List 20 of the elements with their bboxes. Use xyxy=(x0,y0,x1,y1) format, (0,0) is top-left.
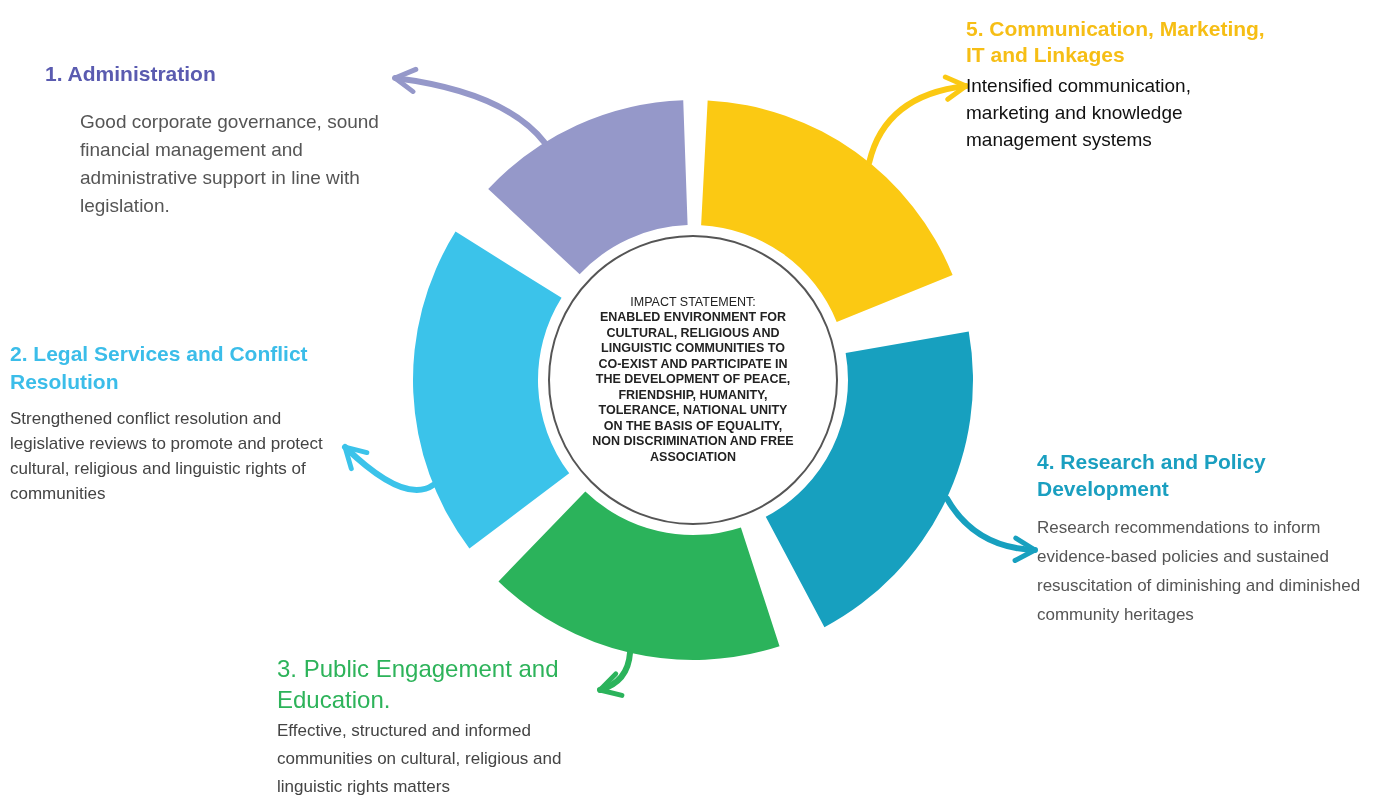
curved-arrow xyxy=(392,67,548,146)
section-description: Research recommendations to inform evidence-based policies and sustained resuscitation of diminishing and diminished community heritages xyxy=(1036,517,1362,626)
ring-segment xyxy=(488,100,688,275)
curved-arrow xyxy=(342,444,437,494)
curved-arrow xyxy=(597,649,633,697)
section-description: Strengthened conflict resolution and legislative reviews to promote and protect cultural, religious and linguistic rights of communities xyxy=(10,408,324,505)
ring-segment xyxy=(413,231,570,549)
ring-segment xyxy=(498,491,780,660)
section-heading: 4. Research and Policy Development xyxy=(1036,449,1267,502)
section-heading: 1. Administration xyxy=(45,61,217,87)
section-description: Effective, structured and informed communities on cultural, religious and linguistic rights matters xyxy=(277,720,563,796)
impact-statement: ENABLED ENVIRONMENT FOR CULTURAL, RELIGIOUS AND LINGUISTIC COMMUNITIES TO CO-EXIST AND PARTICIPATE IN THE DEVELOPMENT OF PEACE, FRIENDSHIP, HUMANITY, TOLERANCE, NATIONAL UNITY ON THE BASIS OF EQUALITY, NON DISCRIMINATION AND FREE ASSOCIATION xyxy=(592,310,794,466)
impact-heading: IMPACT STATEMENT: xyxy=(630,294,756,311)
section-description: Intensified communication, marketing and knowledge management systems xyxy=(966,74,1192,152)
section-heading: 5. Communication, Marketing, IT and Linkages xyxy=(966,16,1266,68)
section-description: Good corporate governance, sound financial management and administrative support in line with legislation. xyxy=(79,109,380,218)
curved-arrow xyxy=(866,75,969,166)
section-heading: 2. Legal Services and Conflict Resolution xyxy=(10,341,309,395)
curved-arrow xyxy=(943,495,1038,563)
section-heading: 3. Public Engagement and Education. xyxy=(277,654,560,715)
